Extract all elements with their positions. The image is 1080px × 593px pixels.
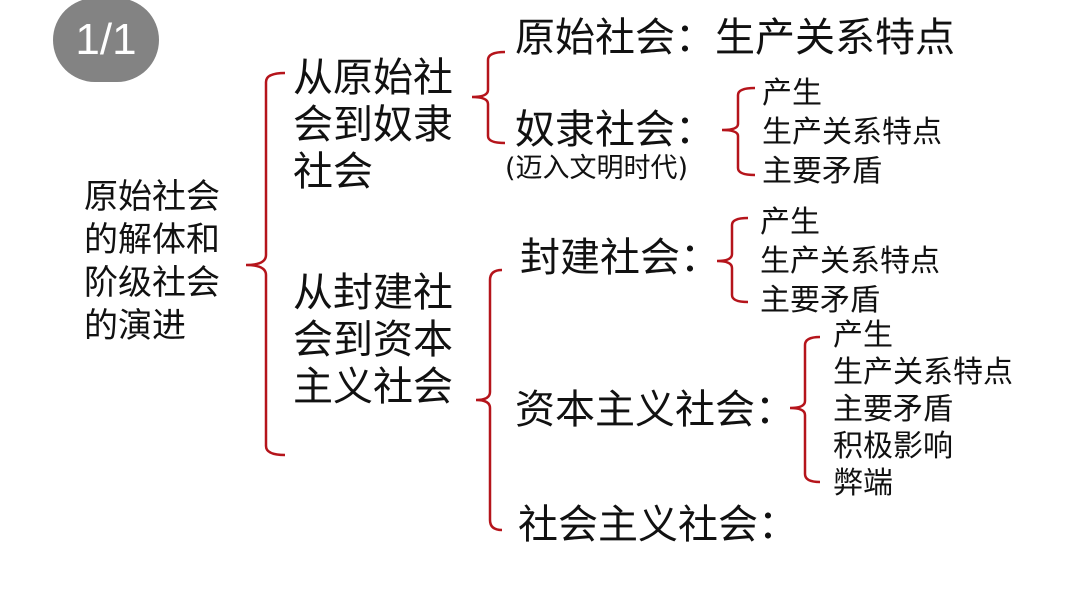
branch1-title: 从原始社 会到奴隶 社会 <box>293 55 453 196</box>
slave-items: 产生 生产关系特点 主要矛盾 <box>762 74 942 191</box>
list-item: 产生 <box>833 318 893 353</box>
list-item: 产生 <box>762 76 822 111</box>
root-node: 原始社会 的解体和 阶级社会 的演进 <box>84 176 220 348</box>
root-line: 的演进 <box>84 306 186 346</box>
branch1-line: 社会 <box>293 149 373 195</box>
branch2-line: 会到资本 <box>293 317 453 363</box>
page-indicator-badge: 1/1 <box>53 0 159 82</box>
branch1-line: 会到奴隶 <box>293 102 453 148</box>
bracket-capitalist <box>789 335 821 484</box>
branch1-line: 从原始社 <box>293 55 453 101</box>
bracket-slave <box>721 86 756 177</box>
bracket-branch2 <box>475 268 503 532</box>
list-item: 主要矛盾 <box>762 154 882 189</box>
list-item: 生产关系特点 <box>833 355 1013 390</box>
root-line: 的解体和 <box>84 220 220 260</box>
slave-society-note: (迈入文明时代) <box>505 153 689 184</box>
list-item: 弊端 <box>833 466 893 501</box>
list-item: 主要矛盾 <box>760 283 880 318</box>
bracket-branch1 <box>471 50 506 145</box>
list-item: 积极影响 <box>833 429 953 464</box>
branch2-line: 主义社会 <box>293 364 453 410</box>
feudal-society-node: 封建社会： <box>520 235 720 281</box>
bracket-root <box>245 71 286 457</box>
bracket-feudal <box>716 216 749 304</box>
root-line: 阶级社会 <box>84 263 220 303</box>
primitive-society-node: 原始社会：生产关系特点 <box>515 15 955 61</box>
list-item: 生产关系特点 <box>760 244 940 279</box>
root-line: 原始社会 <box>84 177 220 217</box>
list-item: 主要矛盾 <box>833 392 953 427</box>
branch2-line: 从封建社 <box>293 270 453 316</box>
capitalist-items: 产生 生产关系特点 主要矛盾 积极影响 弊端 <box>833 317 1013 502</box>
feudal-items: 产生 生产关系特点 主要矛盾 <box>760 203 940 320</box>
list-item: 生产关系特点 <box>762 115 942 150</box>
socialist-society-node: 社会主义社会： <box>518 502 798 548</box>
slave-society-node: 奴隶社会： <box>515 107 715 153</box>
branch2-title: 从封建社 会到资本 主义社会 <box>293 270 453 411</box>
list-item: 产生 <box>760 205 820 240</box>
capitalist-society-node: 资本主义社会： <box>515 387 795 433</box>
page-indicator: 1/1 <box>75 15 137 64</box>
